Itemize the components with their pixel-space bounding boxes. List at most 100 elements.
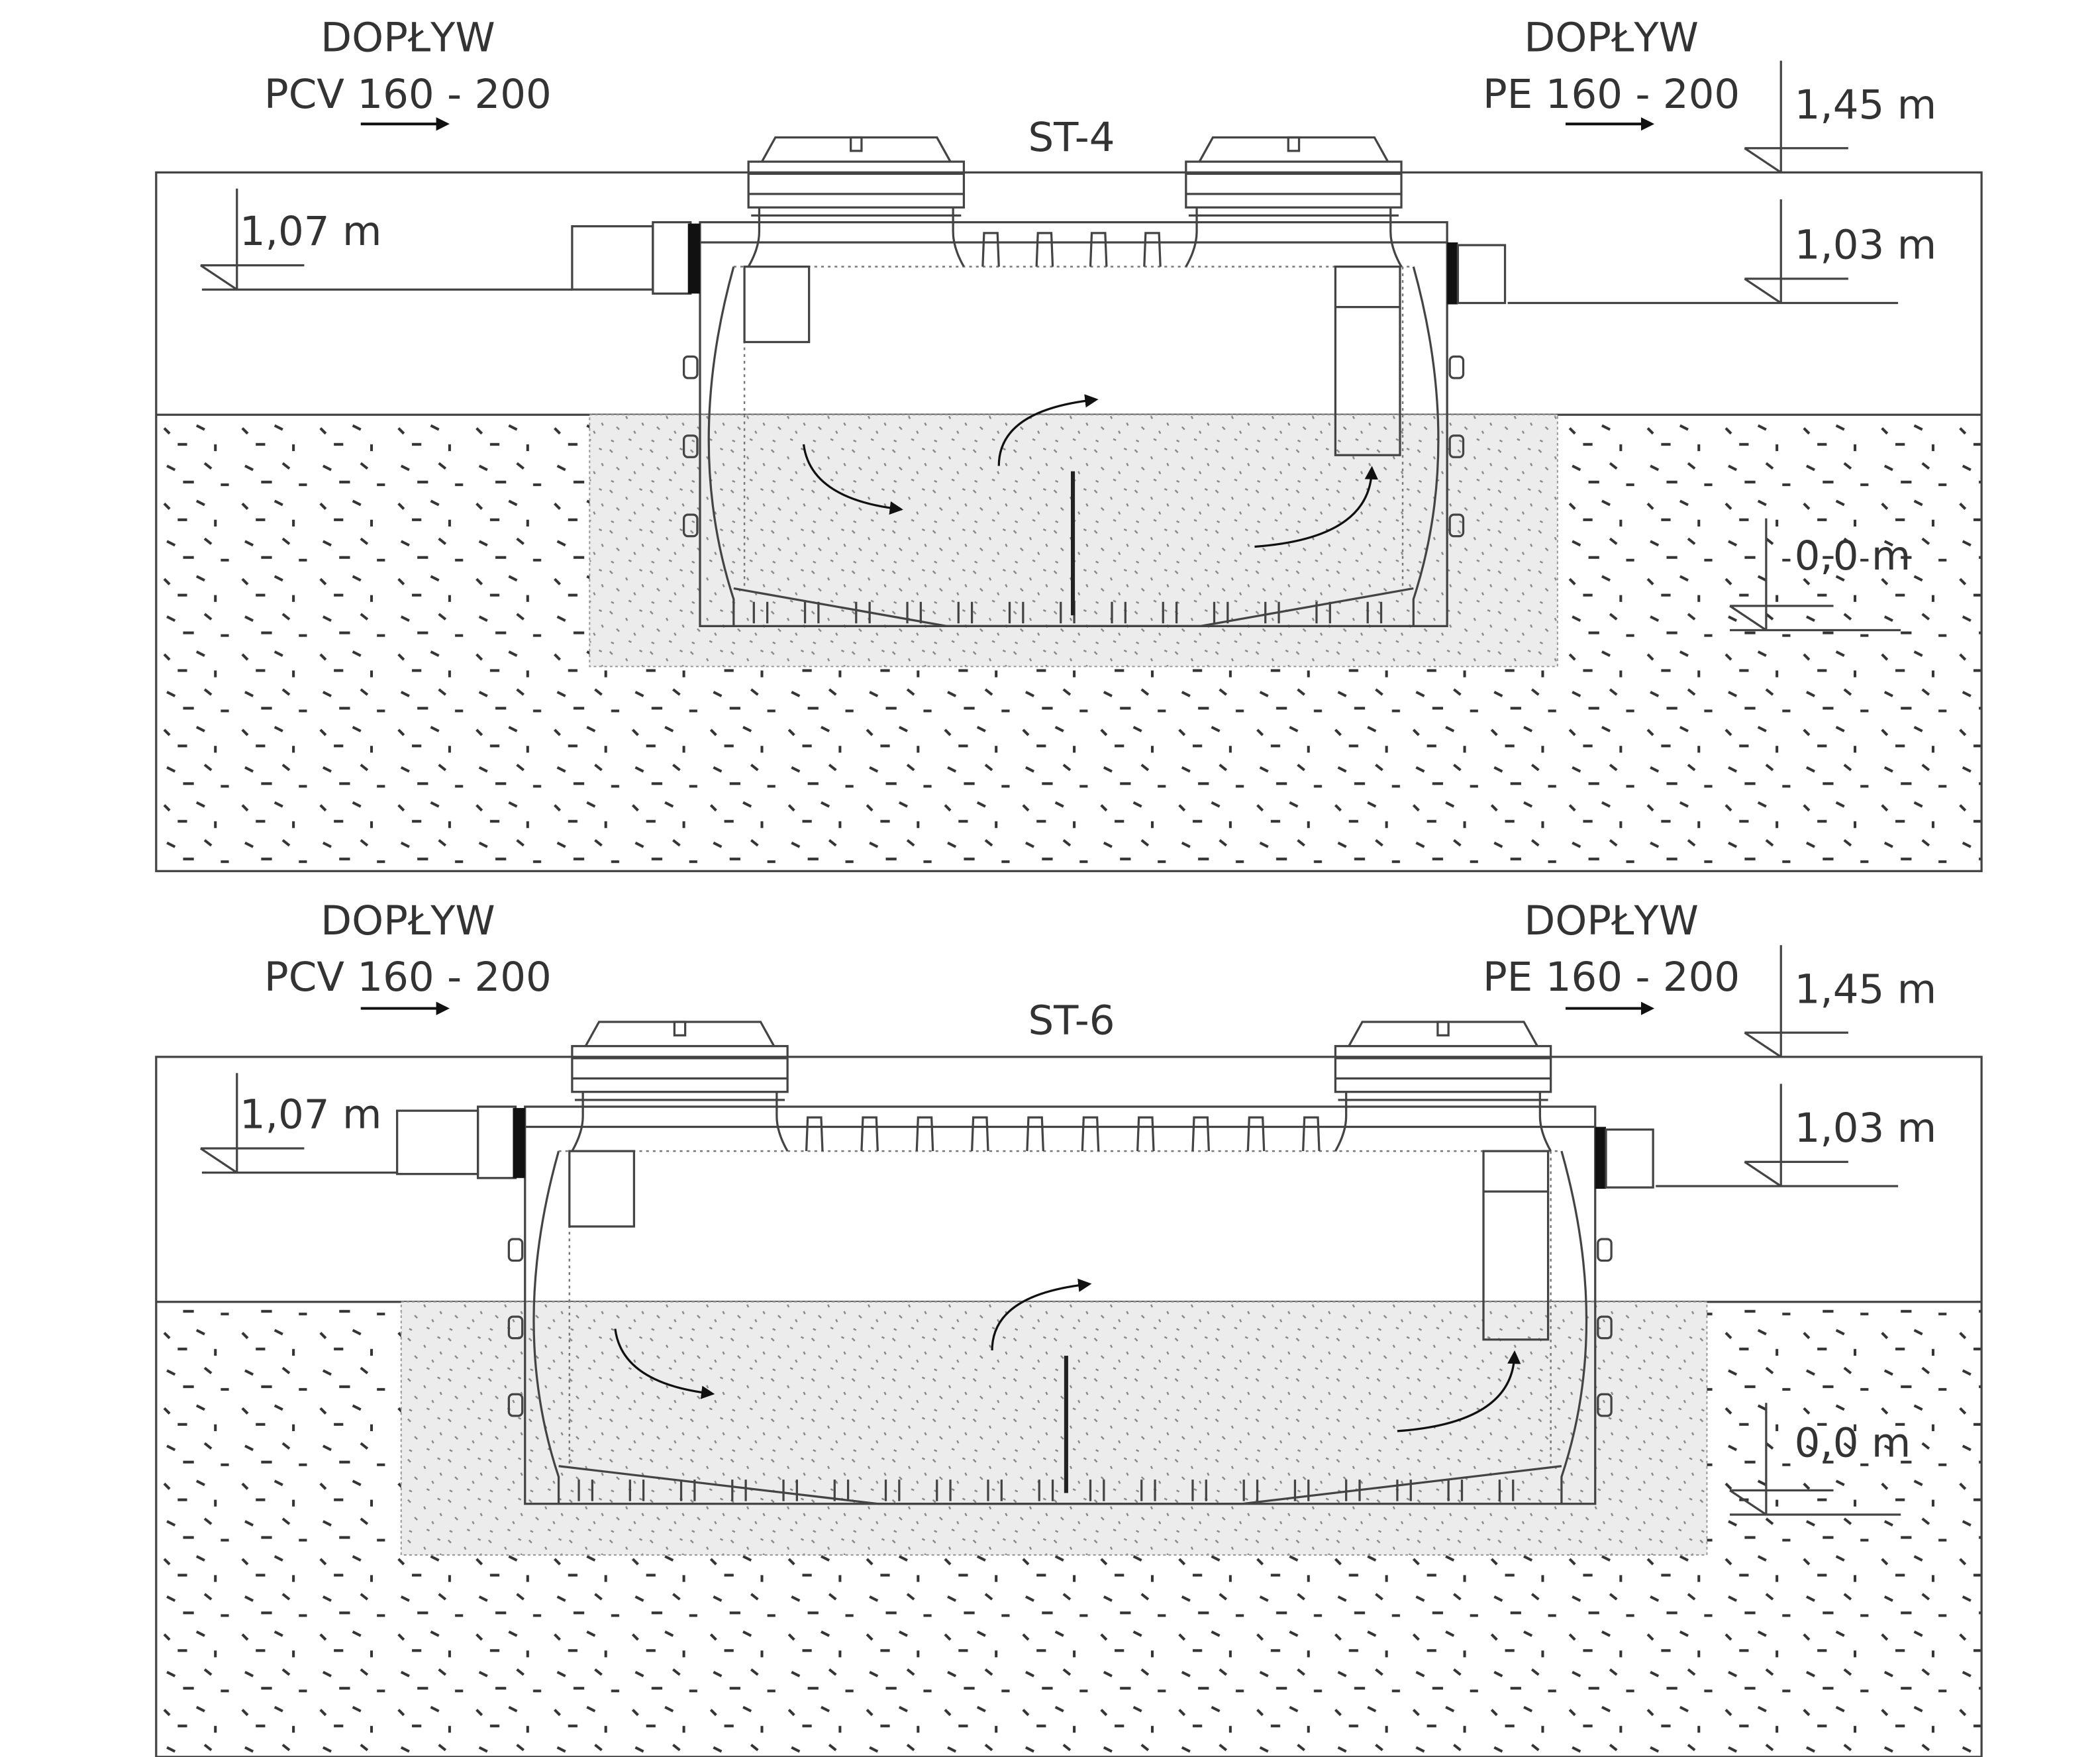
flow-arrow-icon xyxy=(802,444,903,515)
manhole-cover xyxy=(1348,1021,1538,1047)
side-lug xyxy=(1597,1393,1613,1417)
tank-rib xyxy=(906,601,922,624)
right-inlet-spec: PE 160 - 200 xyxy=(1483,71,1740,118)
level-top-label: 1,45 m xyxy=(1795,81,1937,128)
manhole-handle xyxy=(1287,136,1301,152)
inlet-pipe xyxy=(396,1109,479,1176)
top-rib xyxy=(915,1116,934,1152)
outlet-seal xyxy=(1447,242,1458,305)
tank-rib xyxy=(1038,1480,1054,1501)
manhole-ring xyxy=(1334,1044,1552,1093)
top-rib xyxy=(981,232,1000,267)
panel-st-4 xyxy=(155,60,1983,872)
inlet-pipe xyxy=(571,225,654,291)
side-lug xyxy=(1448,355,1465,379)
manhole-neck xyxy=(1334,1091,1552,1152)
flow-arrow-icon xyxy=(1397,1350,1521,1432)
manhole-cover xyxy=(584,1021,775,1047)
level-marker-bottom xyxy=(1729,605,1834,631)
tank-rib xyxy=(803,601,820,624)
left-inlet-title: DOPŁYW xyxy=(321,897,495,944)
tank-rib xyxy=(628,1480,645,1501)
tank-rib xyxy=(1345,1480,1361,1501)
level-marker-right xyxy=(1744,1160,1848,1187)
top-rib xyxy=(970,1116,989,1152)
tank-rib xyxy=(1366,601,1383,624)
manhole-ring-line xyxy=(748,172,964,195)
model-label: ST-4 xyxy=(1028,114,1115,161)
ground-box xyxy=(155,171,1983,872)
flow-arrow-icon xyxy=(614,1329,715,1399)
flow-arrow-icon xyxy=(997,394,1099,466)
tank-rib xyxy=(731,1480,747,1501)
side-lug xyxy=(682,434,699,458)
inlet-baffle xyxy=(568,1150,636,1228)
side-lug xyxy=(682,513,699,538)
tank-rib xyxy=(1242,1480,1259,1501)
tank-shell xyxy=(532,1150,1588,1504)
right-inlet-spec: PE 160 - 200 xyxy=(1483,954,1740,1001)
tank-rib xyxy=(1264,601,1280,624)
outlet-pipe xyxy=(1456,244,1507,305)
side-lug xyxy=(1448,513,1465,538)
flow-arrow-icon xyxy=(991,1278,1092,1350)
tank-rib xyxy=(782,1480,798,1501)
level-marker-bottom xyxy=(1729,1489,1834,1516)
left-inlet-spec: PCV 160 - 200 xyxy=(264,71,552,118)
top-rib xyxy=(1035,232,1054,267)
side-lug xyxy=(1448,434,1465,458)
flow-arrow-icon xyxy=(1254,466,1378,548)
tank-rib xyxy=(957,601,974,624)
manhole-neck xyxy=(747,207,965,268)
side-lug xyxy=(1597,1238,1613,1262)
manhole-ring xyxy=(1185,160,1403,209)
panel-st-6 xyxy=(155,945,1983,1757)
tank-rib xyxy=(833,1480,850,1501)
inlet-baffle xyxy=(743,266,811,344)
manhole-cover xyxy=(761,136,952,162)
tank-rib xyxy=(1191,1480,1207,1501)
left-inlet-title: DOPŁYW xyxy=(321,14,495,61)
top-rib xyxy=(805,1116,824,1152)
tank-rib xyxy=(1008,601,1025,624)
outlet-baffle xyxy=(1334,266,1401,456)
tank-rib xyxy=(752,601,769,624)
level-top-label: 1,45 m xyxy=(1795,966,1937,1013)
level-marker-left xyxy=(199,1147,305,1174)
model-label: ST-6 xyxy=(1028,997,1115,1044)
tank-rib xyxy=(884,1480,901,1501)
tank-rib xyxy=(679,1480,696,1501)
outlet-baffle xyxy=(1482,1150,1550,1341)
tank-shell xyxy=(707,266,1440,627)
tank-rib xyxy=(855,601,871,624)
tank-rib xyxy=(1293,1480,1310,1501)
side-lug xyxy=(682,355,699,379)
tank-rib xyxy=(1447,1480,1464,1501)
tank-bottom xyxy=(558,1465,1562,1505)
left-inlet-spec: PCV 160 - 200 xyxy=(264,954,552,1001)
tank-rib xyxy=(987,1480,1003,1501)
tank-rib xyxy=(1315,601,1331,624)
side-lug xyxy=(1597,1315,1613,1340)
top-rib xyxy=(860,1116,879,1152)
top-rib xyxy=(1081,1116,1100,1152)
inlet-seal xyxy=(513,1108,525,1178)
right-inlet-title: DOPŁYW xyxy=(1524,897,1699,944)
manhole-handle xyxy=(1436,1021,1450,1036)
manhole-handle xyxy=(850,136,863,152)
level-left-pipe-label: 1,07 m xyxy=(240,1091,382,1138)
level-bottom-label: 0,0 m xyxy=(1795,532,1911,579)
side-lug xyxy=(507,1315,524,1340)
top-rib xyxy=(1191,1116,1210,1152)
manhole-handle xyxy=(673,1021,687,1036)
top-rib xyxy=(1026,1116,1044,1152)
manhole-ring-line xyxy=(572,1057,788,1079)
level-marker-top xyxy=(1744,147,1848,174)
outlet-seal xyxy=(1595,1127,1607,1189)
tank-rib xyxy=(936,1480,952,1501)
level-left-pipe-label: 1,07 m xyxy=(240,208,382,255)
top-rib xyxy=(1302,1116,1321,1152)
level-marker-right xyxy=(1744,277,1848,304)
